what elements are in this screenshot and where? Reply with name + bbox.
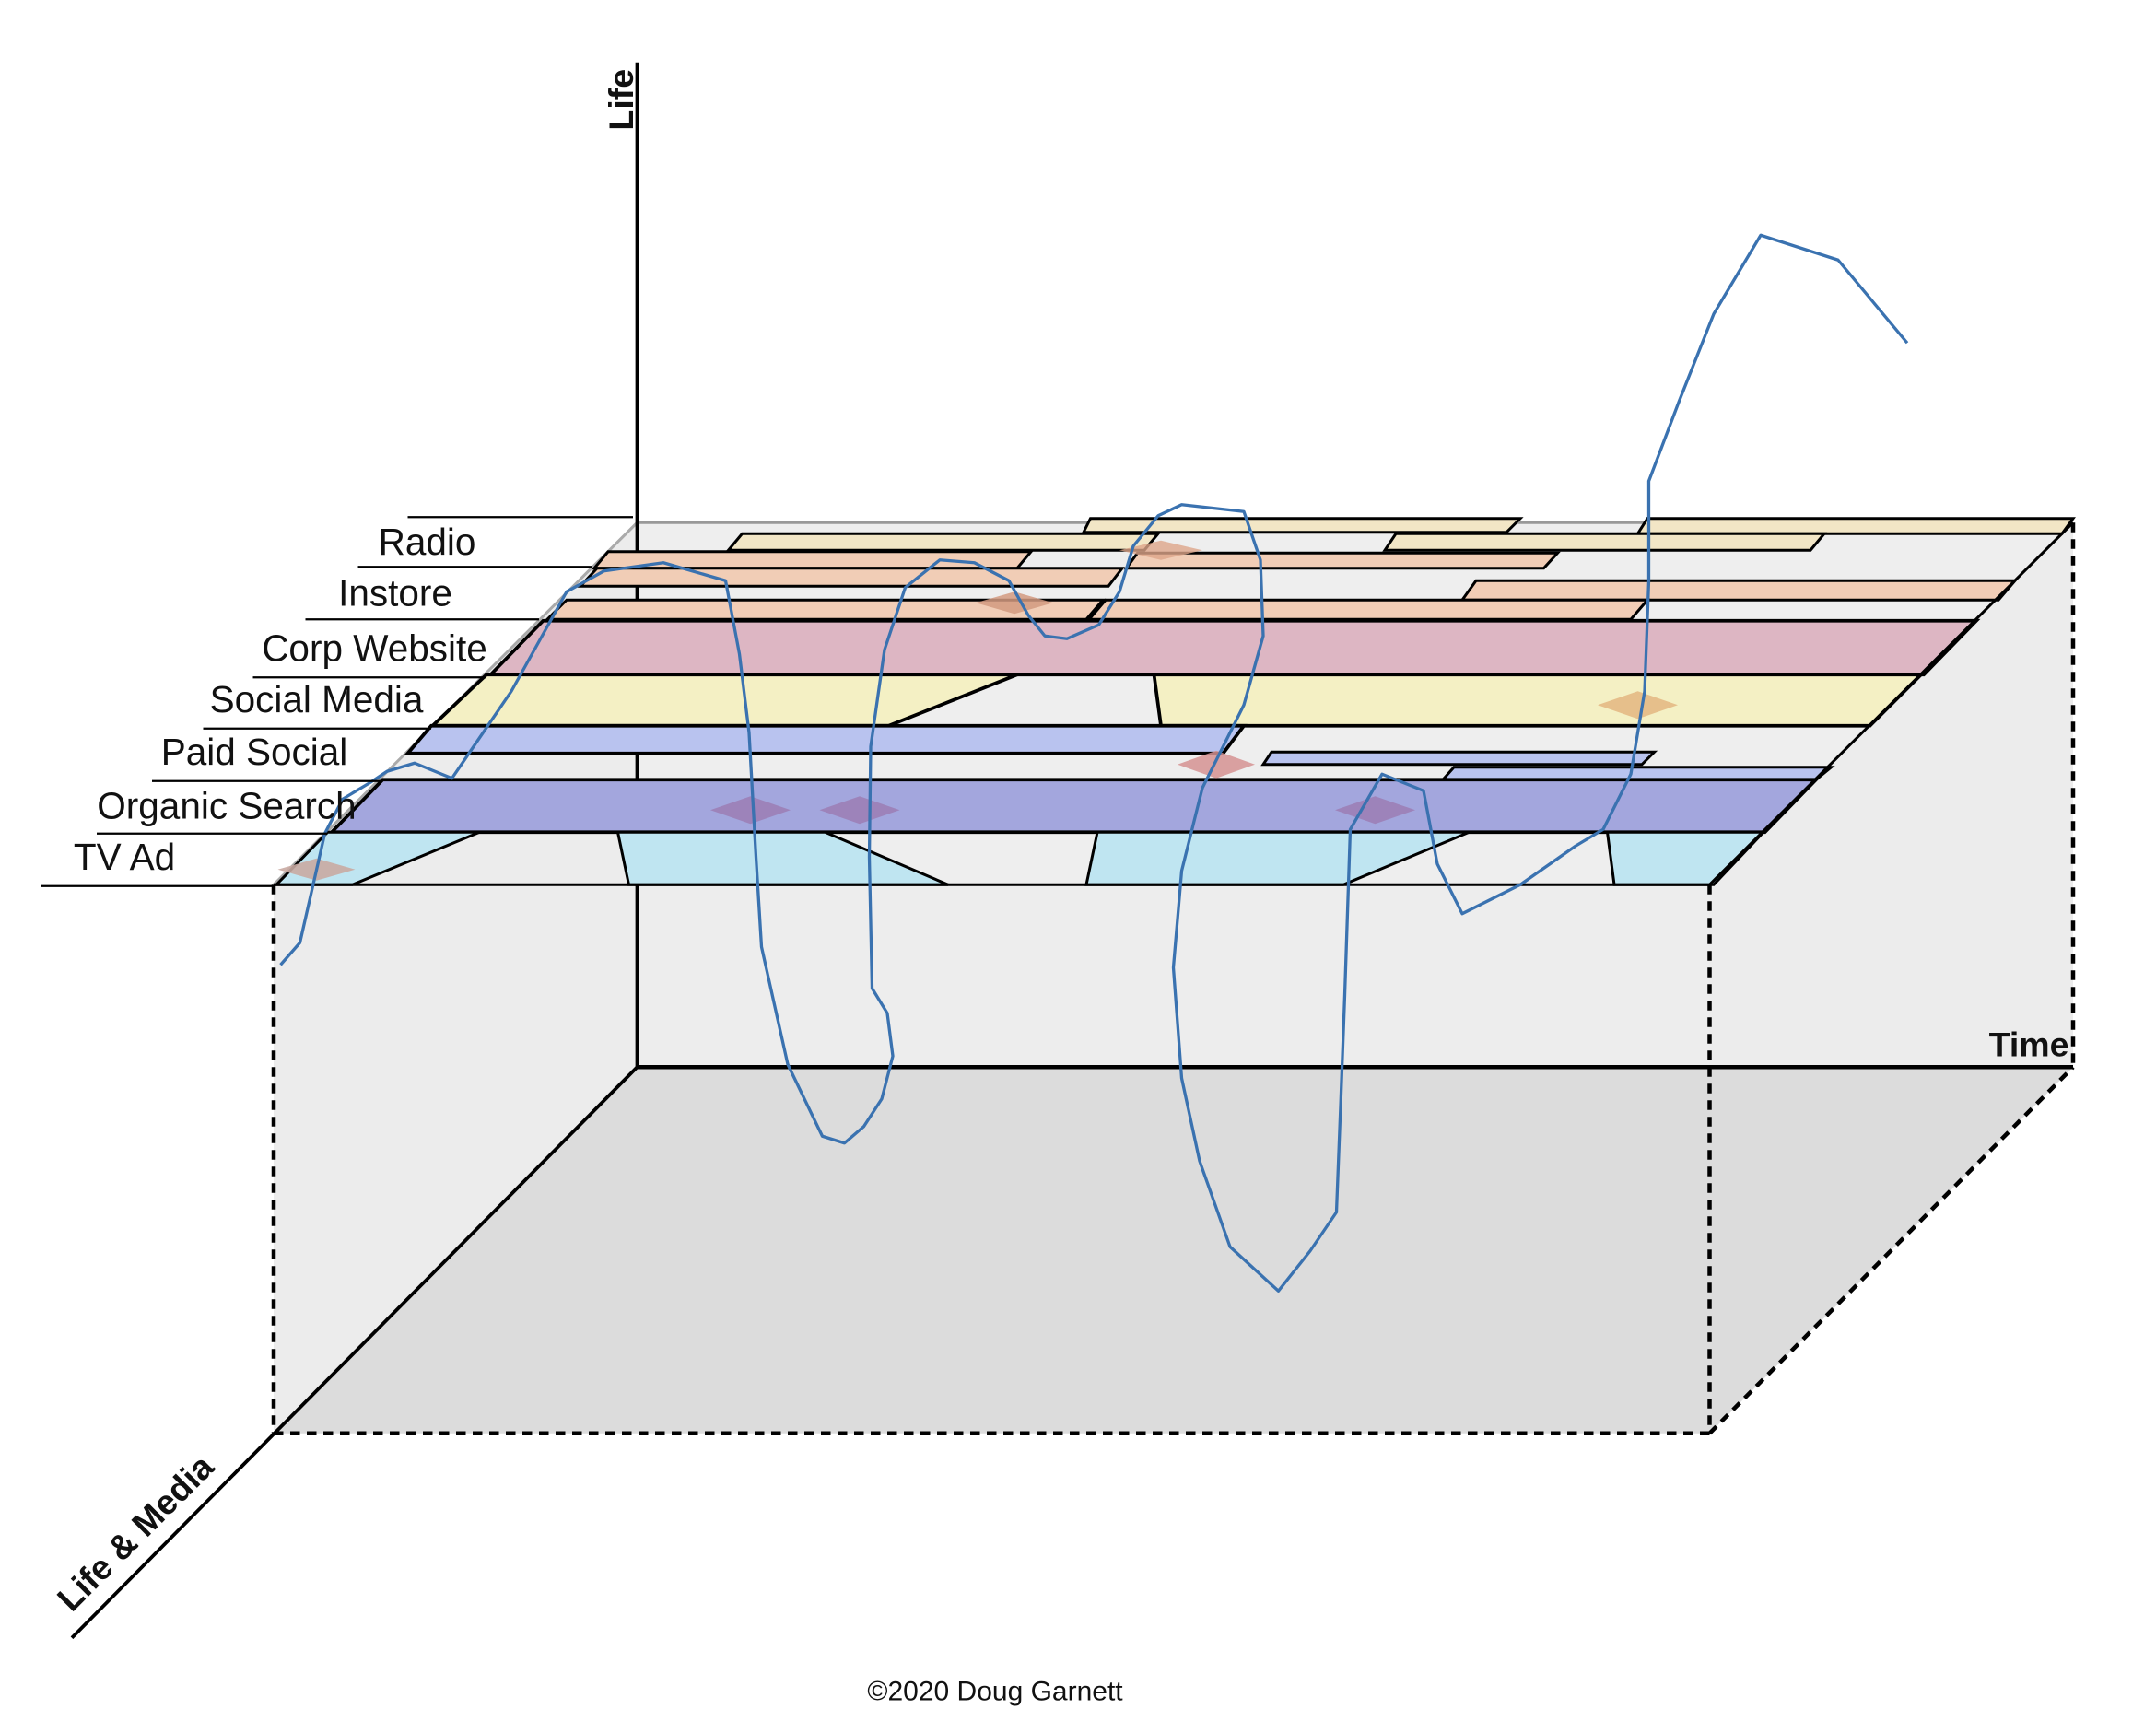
- paid-social-band: [1260, 750, 1658, 767]
- instore-strip: [1123, 551, 1561, 570]
- radio-strip: [1635, 517, 2076, 535]
- event-marker-icon: [1335, 796, 1415, 825]
- box-right-top-edge: [1708, 521, 2075, 886]
- radio-strip: [725, 532, 1162, 552]
- depth-axis-line: [70, 1065, 639, 1640]
- layer-label-paid-social: Paid Social: [161, 731, 348, 773]
- organic-search-band: [327, 778, 1821, 835]
- copyright-credit: ©2020 Doug Garnett: [867, 1676, 1123, 1706]
- box-right-bottom-edge: [1707, 1065, 2075, 1435]
- event-marker-icon: [1119, 540, 1202, 560]
- event-marker-icon: [1178, 750, 1255, 779]
- radio-strip: [1382, 532, 1828, 552]
- depth-axis-label: Life & Media: [50, 1446, 222, 1619]
- layer-label-radio: Radio: [379, 521, 476, 563]
- corp-website-band: [486, 618, 1981, 677]
- instore-strip: [577, 567, 1126, 588]
- instore-strip: [591, 550, 1035, 570]
- layer-label-tv-ad: TV Ad: [74, 836, 175, 878]
- box-floor: [274, 1067, 2073, 1434]
- event-marker-icon: [819, 796, 900, 825]
- event-marker-icon: [976, 591, 1053, 615]
- instore-strip: [1459, 579, 2019, 602]
- life-path-line: [279, 233, 1909, 1293]
- paid-social-band: [1439, 766, 1835, 781]
- event-marker-icon: [1598, 691, 1678, 720]
- instore-strip: [1085, 598, 1651, 621]
- layer-label-corp-website: Corp Website: [262, 626, 487, 669]
- life-axis-label: Life: [602, 69, 640, 131]
- layer-label-instore: Instore: [338, 571, 452, 614]
- layer-label-organic-search: Organic Search: [97, 784, 356, 826]
- paid-social-band: [404, 723, 1248, 755]
- time-axis-label: Time: [1989, 1024, 2069, 1063]
- event-marker-icon: [710, 796, 791, 825]
- social-media-band: [1152, 673, 1926, 728]
- layer-label-social-media: Social Media: [210, 678, 424, 720]
